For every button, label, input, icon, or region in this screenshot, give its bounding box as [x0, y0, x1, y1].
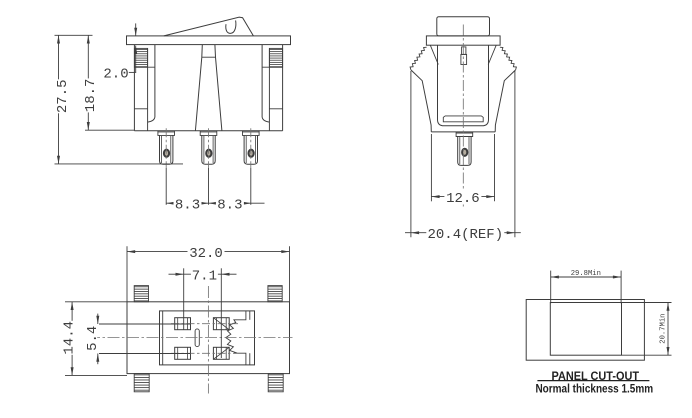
svg-text:20.7Min: 20.7Min [659, 313, 667, 343]
svg-text:8.3: 8.3 [175, 197, 200, 213]
svg-text:Normal thickness 1.5mm: Normal thickness 1.5mm [535, 382, 653, 396]
svg-text:2.0: 2.0 [103, 67, 128, 83]
svg-text:32.0: 32.0 [189, 246, 223, 262]
svg-text:27.5: 27.5 [55, 79, 71, 113]
svg-text:8.3: 8.3 [217, 197, 242, 213]
svg-text:PANEL CUT-OUT: PANEL CUT-OUT [552, 369, 640, 383]
svg-text:18.7: 18.7 [83, 79, 99, 113]
svg-text:20.4(REF): 20.4(REF) [427, 227, 503, 243]
svg-text:7.1: 7.1 [192, 268, 217, 284]
svg-text:29.8Min: 29.8Min [571, 270, 601, 278]
svg-text:12.6: 12.6 [446, 191, 480, 207]
svg-text:5.4: 5.4 [85, 326, 101, 351]
svg-text:14.4: 14.4 [62, 321, 78, 355]
